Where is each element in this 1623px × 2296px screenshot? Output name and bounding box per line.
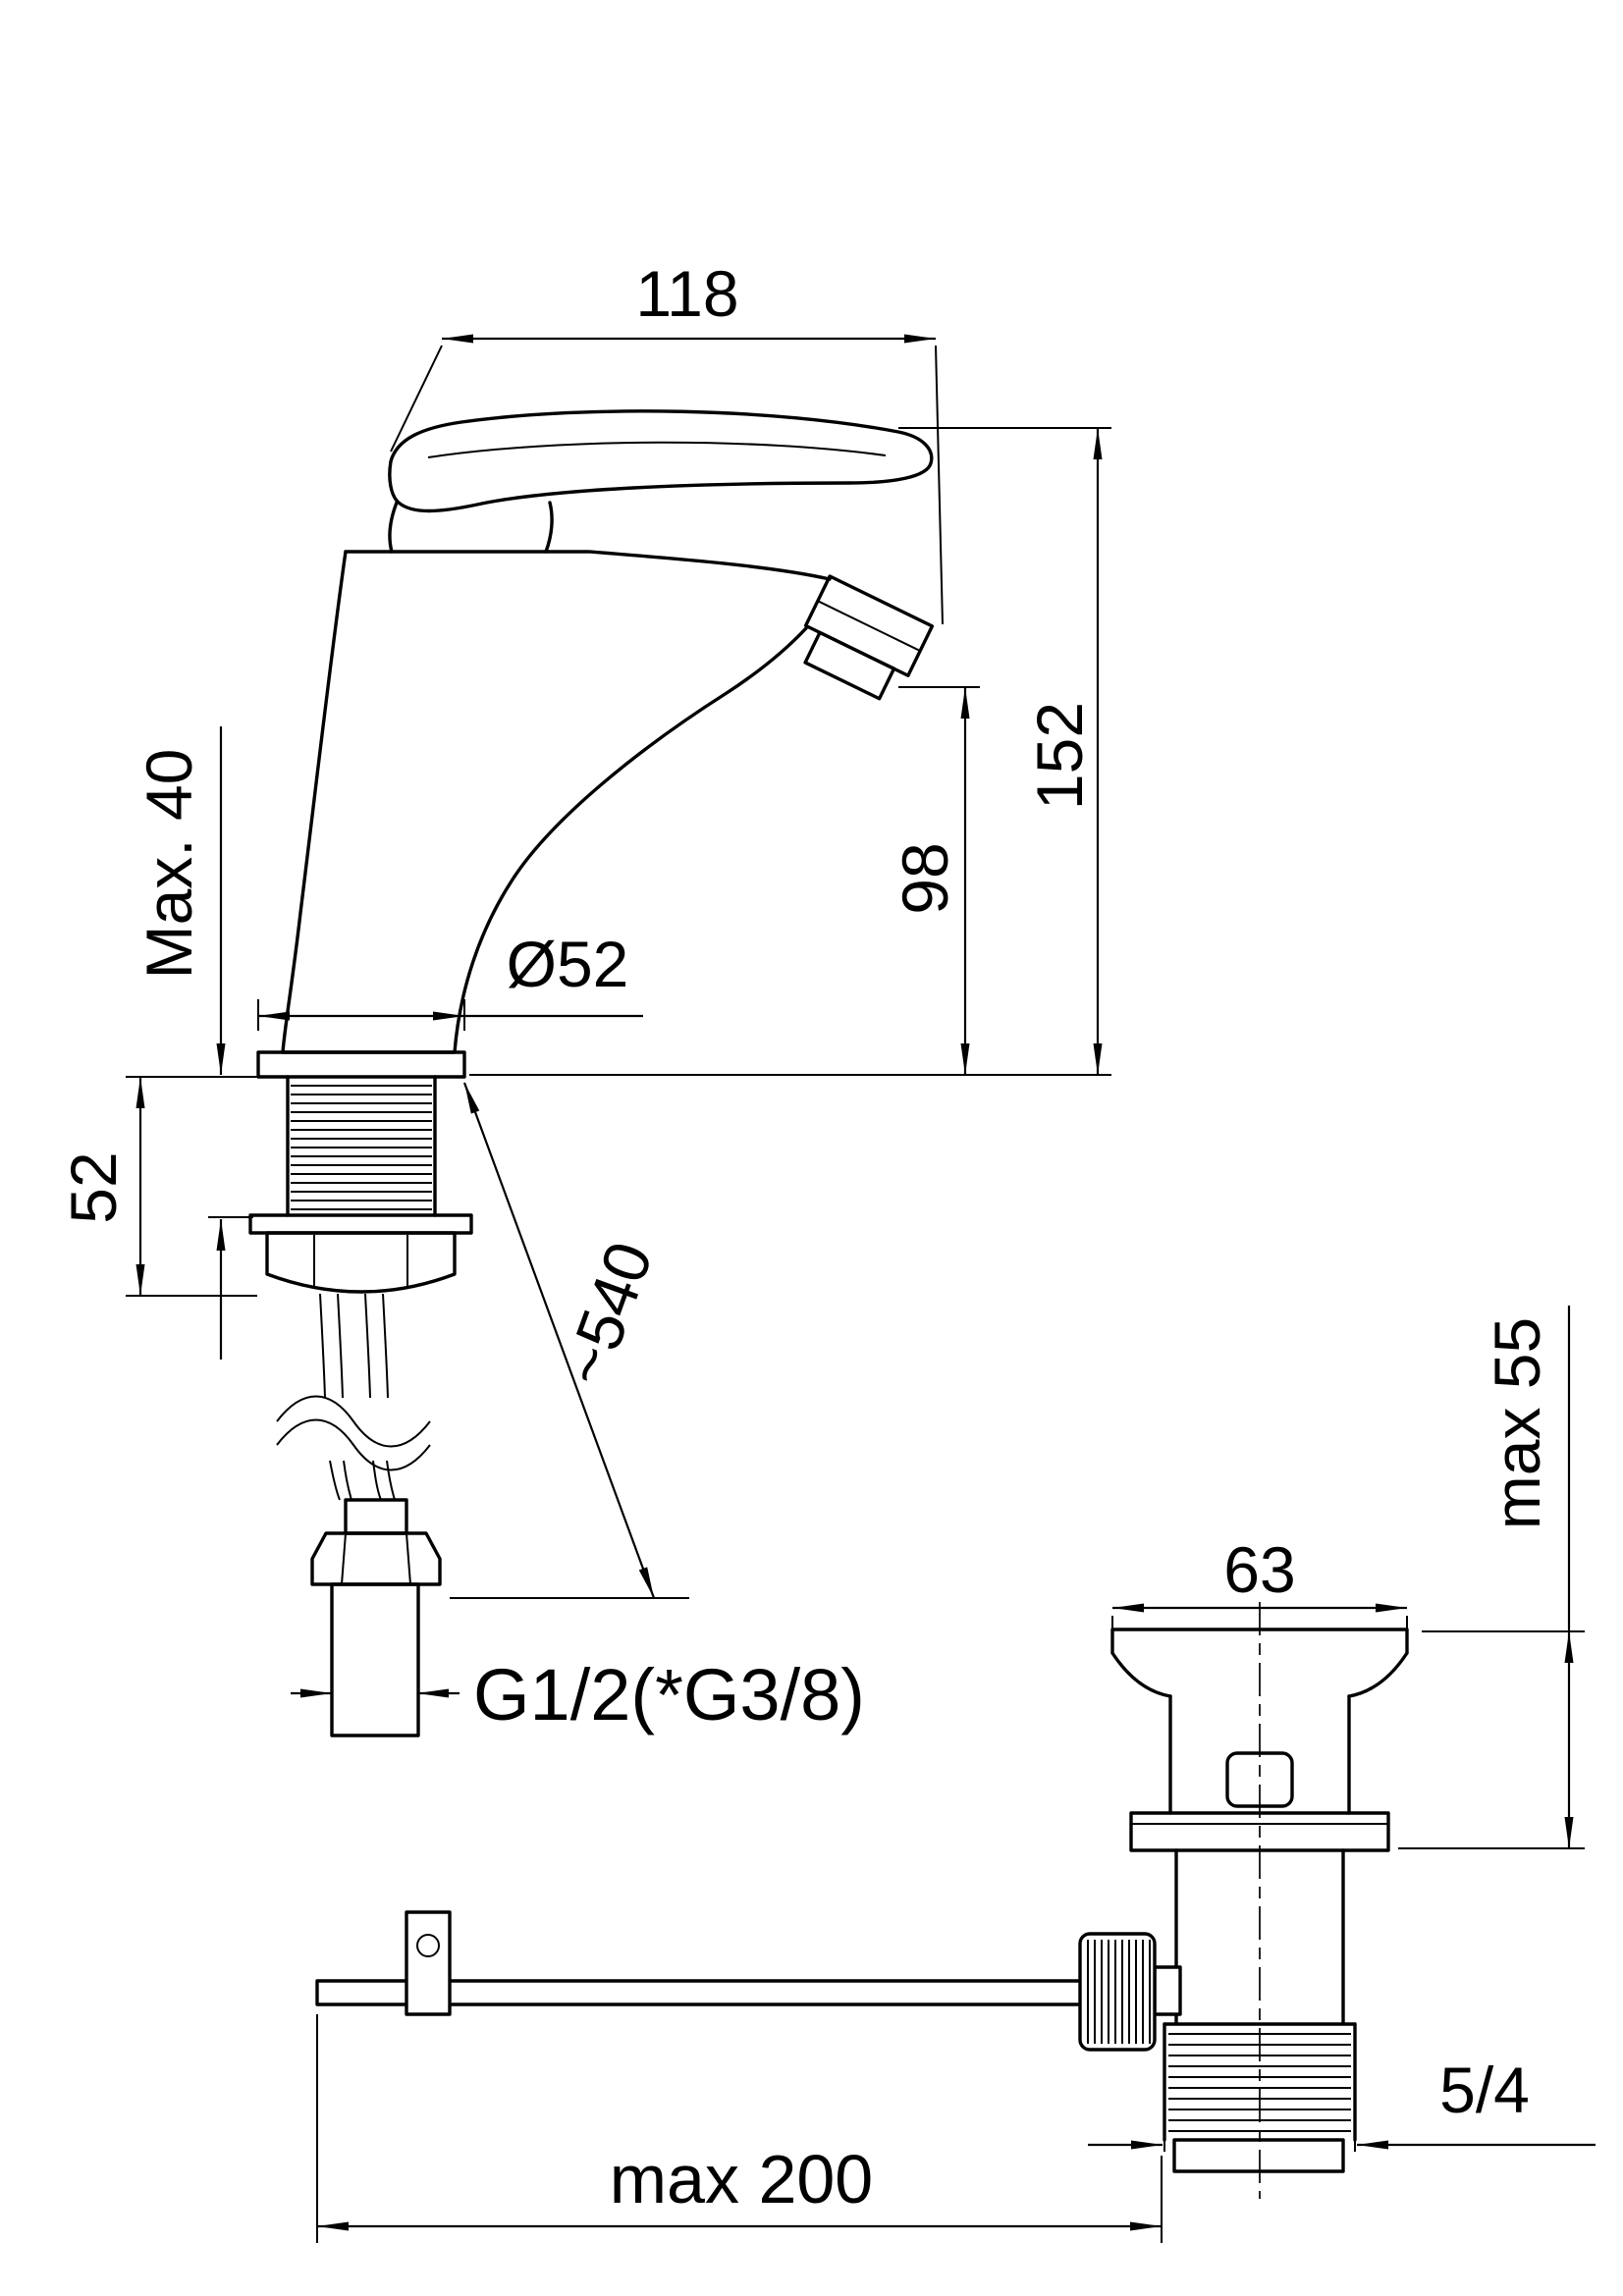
label-rod-length: max 200 <box>610 2141 873 2217</box>
base-flange <box>256 1050 466 1079</box>
dim-rod-length <box>316 2014 1163 2243</box>
faucet-body-drawing <box>256 409 935 1079</box>
dim-total-height <box>469 427 1111 1076</box>
label-outlet-height: 98 <box>889 842 961 914</box>
hose-nut <box>310 1531 442 1586</box>
dimension-labels: 118 152 98 Max. 40 Ø52 52 ~540 G1/2(*G3/… <box>57 257 1553 2217</box>
label-deck-thickness: Max. 40 <box>133 749 205 980</box>
mounting-hardware-drawing <box>248 1075 473 1294</box>
mounting-washer <box>248 1213 473 1235</box>
label-drain-thread: 5/4 <box>1439 2054 1530 2126</box>
pop-up-rod <box>315 1979 1082 2006</box>
dimension-lines <box>126 334 1596 2243</box>
dim-base-diameter <box>257 999 643 1031</box>
dim-hose-length <box>450 1082 689 1599</box>
pipe-break-symbol <box>276 1395 431 1448</box>
label-base-diameter: Ø52 <box>507 928 629 1000</box>
drain-assembly-drawing <box>315 1602 1409 2199</box>
overflow-hole <box>1225 1751 1294 1808</box>
mounting-nut <box>265 1231 457 1294</box>
dim-shank-length <box>126 1076 263 1297</box>
label-spout-reach: 118 <box>635 257 738 330</box>
dim-outlet-height <box>898 686 980 1075</box>
dim-spout-reach <box>390 334 944 625</box>
label-hose-length: ~540 <box>548 1233 666 1395</box>
label-shank-length: 52 <box>57 1151 130 1223</box>
label-drain-deck: max 55 <box>1481 1317 1553 1529</box>
label-total-height: 152 <box>1023 702 1096 810</box>
dim-deck-thickness <box>208 726 253 1360</box>
dim-drain-deck <box>1398 1306 1585 1849</box>
label-hose-thread: G1/2(*G3/8) <box>473 1654 865 1735</box>
supply-hose-drawing <box>276 1293 442 1737</box>
dim-drain-thread <box>1088 2140 1596 2152</box>
dim-drain-flange <box>1111 1603 1408 1633</box>
hose-end-tube <box>330 1582 420 1737</box>
rod-bracket <box>405 1910 452 2016</box>
faucet-handle <box>388 409 934 513</box>
aerator <box>803 574 935 701</box>
label-drain-flange: 63 <box>1223 1533 1295 1606</box>
